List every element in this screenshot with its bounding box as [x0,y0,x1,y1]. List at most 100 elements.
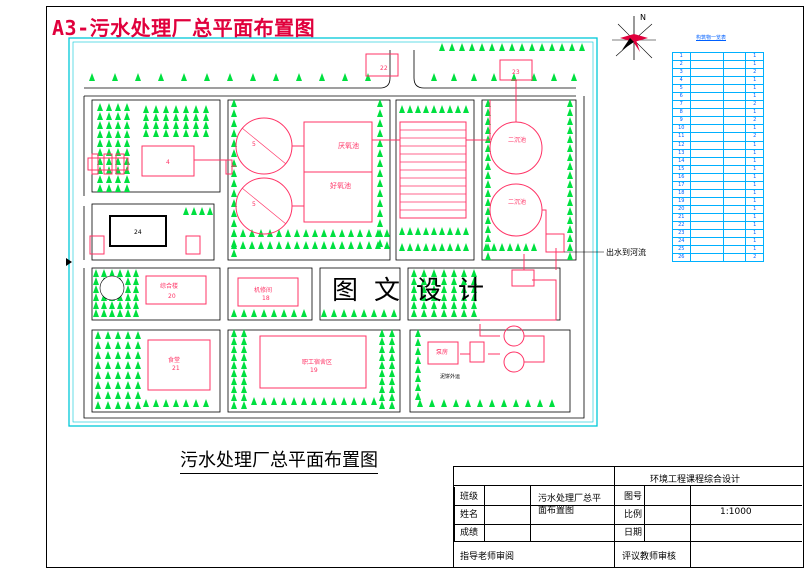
tree-icon [421,309,427,317]
tree-icon [441,285,447,293]
tree-icon [106,112,112,120]
legend-cell [723,229,747,239]
legend-cell [689,60,725,70]
tree-icon [163,113,169,121]
clarifier-details [99,127,287,301]
tree-icon [441,399,447,407]
tree-icon [463,105,469,113]
tree-icon [357,241,363,249]
tree-icon [379,361,385,369]
building-26 [545,233,565,253]
legend-cell: 1 [745,212,764,222]
tree-icon [115,331,121,339]
tree-icon [399,105,405,113]
legend-cell: 6 [672,92,691,102]
legend-cell: 10 [672,124,691,134]
legend-cell: 1 [745,76,764,86]
tree-icon [567,189,573,197]
tree-icon [125,351,131,359]
tree-icon [366,229,372,237]
tree-icon [453,399,459,407]
legend-cell: 1 [745,148,764,158]
legend-cell [723,100,747,110]
tree-icon [97,103,103,111]
tree-icon [339,229,345,237]
legend-cell: 25 [672,245,691,255]
tree-icon [95,351,101,359]
legend-cell: 14 [672,156,691,166]
tree-icon [273,73,279,81]
tree-icon [415,383,421,391]
tree-icon [361,309,367,317]
tree-icon [411,269,417,277]
tree-icon [115,381,121,389]
tree-icon [463,227,469,235]
tree-icon [231,139,237,147]
tree-icon [95,361,101,369]
tree-icon [115,391,121,399]
tree-icon [193,105,199,113]
tree-icon [567,126,573,134]
compass-n-label: N [640,13,646,22]
tree-icon [415,338,421,346]
tree-icon [97,121,103,129]
scale-label: 比例 [624,510,643,520]
tree-icon [377,119,383,127]
tree-icon [429,399,435,407]
tree-icon [389,393,395,401]
tree-icon [415,347,421,355]
tree-icon [399,243,405,251]
tree-icon [296,73,302,81]
tree-icon [311,397,317,405]
legend-cell: 12 [672,140,691,150]
tree-icon [203,399,209,407]
score-label: 成绩 [460,528,479,538]
tree-icon [461,269,467,277]
tree-icon [421,285,427,293]
tree-icon [491,73,497,81]
legend-cell: 17 [672,180,691,190]
tree-rows [89,43,585,409]
legend-cell: 4 [672,76,691,86]
building-25a [89,235,105,255]
tree-icon [105,331,111,339]
entrance-arrow-icon [66,258,72,266]
tree-icon [447,105,453,113]
tree-icon [379,329,385,337]
tree-icon [491,243,497,251]
tree-icon [124,103,130,111]
tree-icon [389,361,395,369]
tree-icon [441,269,447,277]
tree-icon [115,401,121,409]
tree-icon [231,149,237,157]
tree-icon [193,113,199,121]
tree-icon [203,105,209,113]
tree-icon [451,309,457,317]
tree-icon [133,269,139,277]
tree-icon [163,121,169,129]
tree-icon [106,121,112,129]
tree-icon [153,113,159,121]
legend-cell [723,164,747,174]
tree-icon [115,112,121,120]
tree-icon [231,361,237,369]
tree-icon [231,345,237,353]
tree-icon [511,73,517,81]
legend-cell [689,204,725,214]
tree-icon [105,351,111,359]
tree-icon [125,309,131,317]
legend-cell: 3 [672,68,691,78]
tree-icon [231,189,237,197]
tree-icon [231,377,237,385]
tree-icon [377,139,383,147]
tree-icon [193,129,199,137]
tree-icon [537,399,543,407]
tree-icon [153,105,159,113]
tree-icon [241,369,247,377]
tree-icon [133,309,139,317]
site-boundary [68,37,598,427]
building-4 [141,145,195,177]
legend-cell [723,212,747,222]
tree-icon [125,341,131,349]
